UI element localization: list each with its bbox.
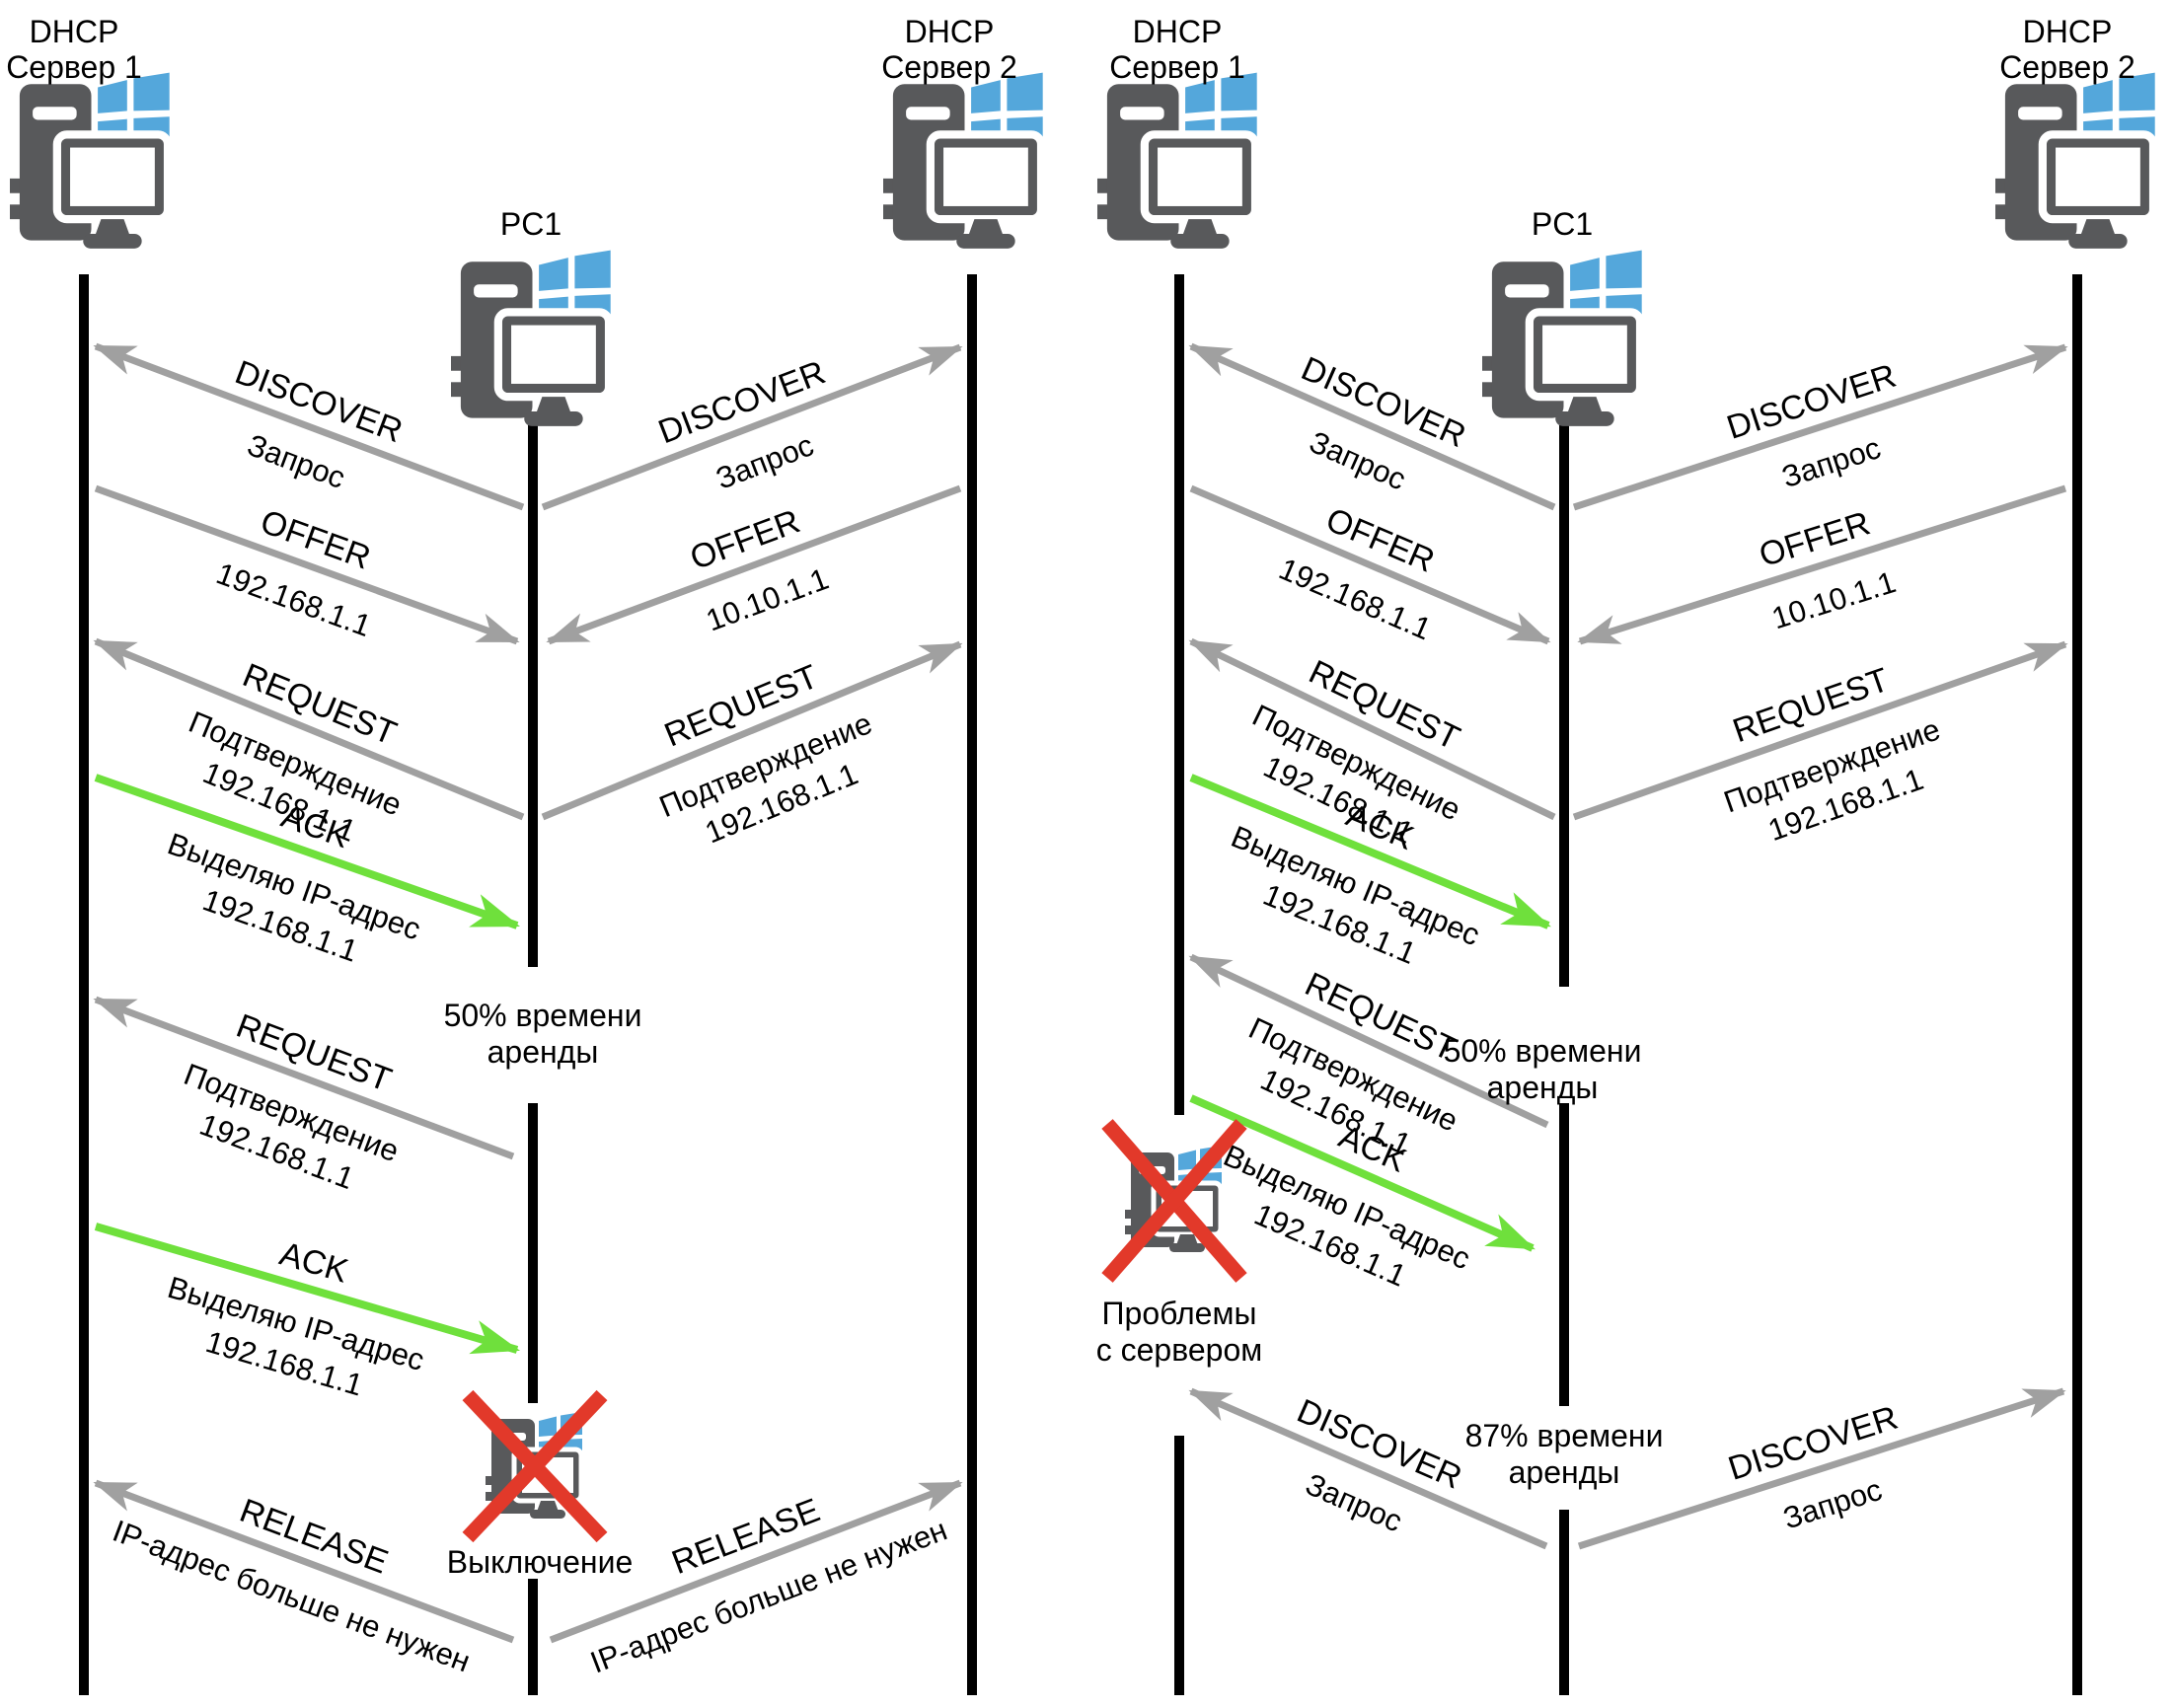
actor-pc1-label: PC1 bbox=[1532, 206, 1593, 242]
message-arrow bbox=[541, 343, 963, 511]
message-arrow bbox=[93, 996, 515, 1160]
actor-pc1-icon bbox=[451, 251, 611, 426]
actor-dhcp-server-2-icon bbox=[883, 73, 1043, 249]
actor-pc1-label: PC1 bbox=[500, 206, 562, 242]
message-arrow bbox=[1188, 1387, 1548, 1550]
diagram-dhcp-server-failure: DISCOVERЗапросDISCOVERЗапросOFFER192.168… bbox=[1096, 14, 2155, 1695]
note-lease-50-percent: 50% времени bbox=[444, 998, 642, 1033]
message-arrow bbox=[541, 640, 963, 821]
note-lease-50-percent: 50% времени bbox=[1444, 1033, 1642, 1069]
message-arrow bbox=[546, 484, 962, 645]
diagram-render-root: DISCOVERЗапросDISCOVERЗапросOFFER192.168… bbox=[6, 14, 2155, 1695]
pc1-shutdown-crossed-icon bbox=[462, 1389, 608, 1543]
actor-dhcp-server-1-label: DHCP bbox=[30, 14, 119, 49]
message-arrow bbox=[1188, 637, 1556, 821]
diagram-dhcp-lease-normal: DISCOVERЗапросDISCOVERЗапросOFFER192.168… bbox=[6, 14, 1043, 1695]
message-arrow bbox=[1577, 1387, 2066, 1550]
message-arrow bbox=[94, 1223, 521, 1355]
note-lease-50-percent: аренды bbox=[487, 1034, 599, 1070]
server1-failure-crossed-icon bbox=[1101, 1119, 1247, 1283]
message-arrow bbox=[1188, 953, 1549, 1129]
message-arrow bbox=[1572, 343, 2068, 511]
message-arrow bbox=[1577, 484, 2067, 645]
message-sublabel: Запрос bbox=[1777, 430, 1885, 494]
message-arrow bbox=[93, 1479, 515, 1644]
message-arrow bbox=[94, 774, 521, 929]
red-cross-icon bbox=[1101, 1119, 1247, 1283]
actor-dhcp-server-2-label: DHCP bbox=[2023, 14, 2113, 49]
message-arrow bbox=[94, 484, 520, 645]
message-arrow bbox=[93, 637, 525, 821]
message-arrow bbox=[1188, 342, 1556, 511]
actor-dhcp-server-2-label: DHCP bbox=[905, 14, 995, 49]
actor-dhcp-server-1-icon bbox=[1097, 73, 1257, 249]
red-cross-icon bbox=[462, 1389, 608, 1543]
message-arrow bbox=[1572, 640, 2068, 821]
actor-dhcp-server-1-label: Сервер 1 bbox=[1109, 49, 1245, 85]
actor-dhcp-server-1-label: Сервер 1 bbox=[6, 49, 142, 85]
note-server-problems: Проблемы bbox=[1102, 1296, 1257, 1331]
message-sublabel: 10.10.1.1 bbox=[702, 561, 833, 638]
actor-pc1-icon bbox=[1482, 251, 1642, 426]
note-shutdown: Выключение bbox=[447, 1544, 633, 1580]
note-lease-87-percent: аренды bbox=[1509, 1454, 1620, 1490]
note-lease-87-percent: 87% времени bbox=[1465, 1418, 1664, 1453]
actor-dhcp-server-1-label: DHCP bbox=[1133, 14, 1223, 49]
actor-dhcp-server-2-label: Сервер 2 bbox=[881, 49, 1017, 85]
message-arrow bbox=[1189, 774, 1551, 929]
note-server-problems: с сервером bbox=[1096, 1332, 1263, 1368]
message-arrow bbox=[549, 1479, 963, 1644]
message-sublabel: Запрос bbox=[1779, 1472, 1887, 1536]
message-arrow bbox=[93, 342, 525, 511]
actor-dhcp-server-2-icon bbox=[1995, 73, 2155, 249]
note-lease-50-percent: аренды bbox=[1487, 1070, 1599, 1105]
actor-dhcp-server-1-icon bbox=[10, 73, 170, 249]
message-arrow bbox=[1189, 484, 1551, 645]
actor-dhcp-server-2-label: Сервер 2 bbox=[1999, 49, 2135, 85]
message-arrow bbox=[1189, 1094, 1535, 1252]
